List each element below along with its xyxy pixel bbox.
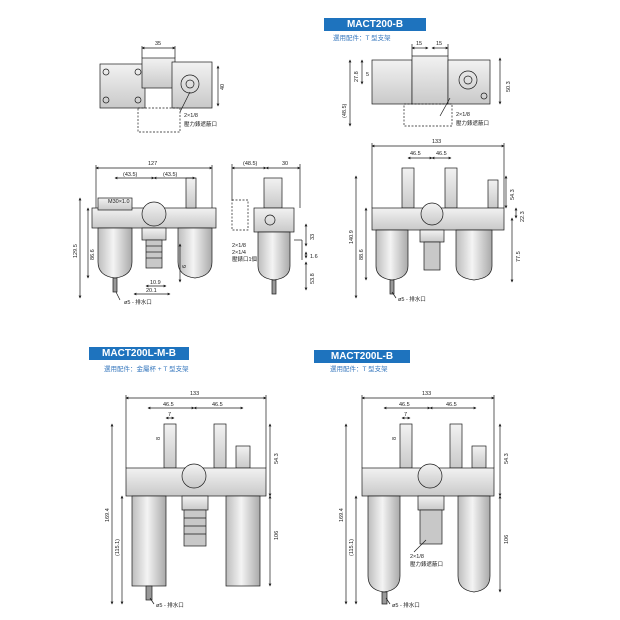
dim-8-bl: 8 [156, 437, 162, 440]
note-pt18-top: 2×1/8 [184, 113, 198, 119]
dim-33: 33 [310, 234, 316, 240]
dim-35: 35 [155, 41, 161, 47]
dim-115-1-bl: (115.1) [115, 539, 121, 556]
dim-54-3-br: 54.3 [504, 453, 510, 464]
dim-6: 6 [182, 265, 188, 268]
dim-46-5-br-right: 46.5 [446, 402, 457, 408]
dim-54-3-bl: 54.3 [274, 453, 280, 464]
front-view-mact200l-b [344, 395, 502, 605]
dim-48-5-side: (48.5) [243, 161, 258, 167]
dim-53-8: 53.8 [310, 273, 316, 284]
dim-27-8: 27.8 [354, 71, 360, 82]
dim-46-5-bl-left: 46.5 [163, 402, 174, 408]
dim-46-5-top-left: 46.5 [410, 151, 421, 157]
dim-5: 5 [366, 72, 369, 78]
note-drain-bl: ø5 - 排水口 [156, 601, 184, 609]
dim-133-top: 133 [432, 139, 441, 145]
top-view-right [348, 44, 502, 127]
dim-88-6: 88.6 [359, 249, 365, 260]
section-subtitle-mact200l-b: 選用配件：T 型支架 [330, 364, 388, 373]
section-title-mact200l-b: MACT200L-B [314, 350, 410, 363]
dim-140-9: 140.9 [349, 230, 355, 244]
dim-86-6: 86.6 [90, 249, 96, 260]
dim-133-br: 133 [422, 391, 431, 397]
note-pt18-side: 2×1/8 [232, 243, 246, 249]
dim-7-bl: 7 [168, 412, 171, 418]
dim-115-1-br: (115.1) [349, 539, 355, 556]
section-subtitle-mact200l-m-b: 選用配件：金屬杯 + T 型支架 [104, 364, 189, 373]
section-title-mact200l-m-b: MACT200L-M-B [89, 347, 189, 360]
front-view-right [354, 143, 518, 299]
dim-127: 127 [148, 161, 157, 167]
dim-106-br: 106 [504, 535, 510, 544]
dim-48-5-top: (48.5) [342, 103, 348, 118]
dim-7-br: 7 [404, 412, 407, 418]
top-view-left [99, 46, 220, 133]
note-drain-br: ø5 - 排水口 [392, 601, 420, 609]
dim-15-a: 15 [416, 41, 422, 47]
dim-133-bl: 133 [190, 391, 199, 397]
dim-8-br: 8 [392, 437, 398, 440]
note-pt14-side: 2×1/4 [232, 250, 246, 256]
dim-50-3: 50.3 [506, 81, 512, 92]
dim-1-6: 1.6 [310, 254, 318, 260]
dim-169-4-br: 169.4 [339, 508, 345, 522]
note-drain-front-left: ø5 - 排水口 [124, 298, 152, 306]
dim-15-b: 15 [436, 41, 442, 47]
front-view-left [78, 165, 217, 301]
note-gauge-port-br: 壓力錶遮蔽口 [410, 560, 443, 568]
note-pt18-top-right: 2×1/8 [456, 112, 470, 118]
front-view-mact200l-m-b [110, 395, 272, 605]
dim-22-3: 22.3 [520, 211, 526, 222]
dim-30: 30 [282, 161, 288, 167]
note-gauge-port-top-right: 壓力錶遮蔽口 [456, 119, 489, 127]
note-gauge-hole-side: 壓錶口1個 [232, 255, 258, 263]
note-gauge-port-top: 壓力錶遮蔽口 [184, 120, 217, 128]
dim-46-5-br-left: 46.5 [399, 402, 410, 408]
dim-129-5: 129.5 [73, 244, 79, 258]
dim-46-5-top-right: 46.5 [436, 151, 447, 157]
dim-77-5: 77.5 [516, 251, 522, 262]
dim-169-4-bl: 169.4 [105, 508, 111, 522]
dim-20-1: 20.1 [146, 288, 157, 294]
dim-10-9: 10.9 [150, 280, 161, 286]
note-m30: M30×1.0 [108, 199, 130, 205]
note-drain-front-right: ø5 - 排水口 [398, 295, 426, 303]
dim-54-3-top: 54.3 [510, 189, 516, 200]
section-subtitle-mact200-b: 選用配件：T 型支架 [333, 33, 391, 42]
side-view [231, 164, 308, 295]
dim-46-5-bl-right: 46.5 [212, 402, 223, 408]
section-title-mact200-b: MACT200-B [324, 18, 426, 31]
note-pt18-br: 2×1/8 [410, 554, 424, 560]
dim-43-5-left: (43.5) [123, 172, 138, 178]
dim-43-5-right: (43.5) [163, 172, 178, 178]
dim-40: 40 [220, 84, 226, 90]
dim-106-bl: 106 [274, 531, 280, 540]
